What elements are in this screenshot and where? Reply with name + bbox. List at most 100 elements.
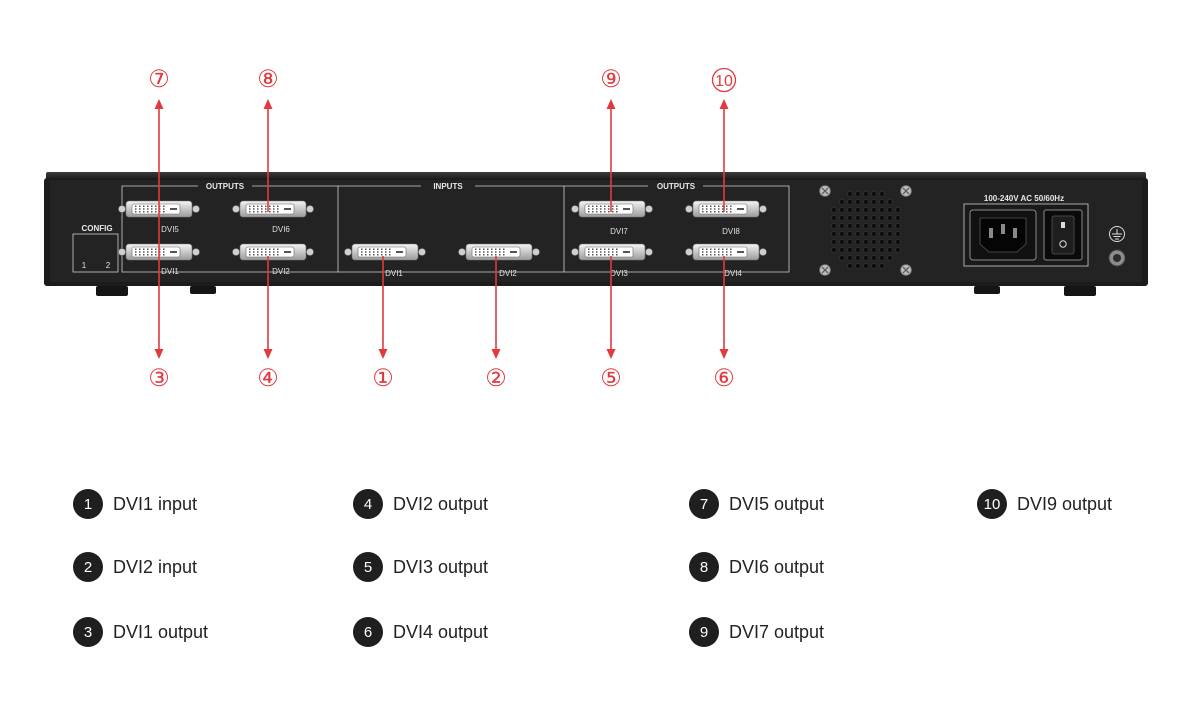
dvi7-output-port: DVI7 [570,200,654,236]
config-box [72,233,119,273]
dvi1-output-port: DVI1 [117,243,201,276]
fan-grille [818,184,913,277]
legend-label: DVI7 output [729,621,825,642]
grille-hole [863,191,869,197]
legend-item: 5 DVI3 output [353,552,488,582]
outputs-left-label: OUTPUTS [206,182,245,191]
dvi2-output-label: DVI2 [272,267,290,276]
legend-label: DVI9 output [1017,493,1113,514]
legend-item: 9 DVI7 output [689,617,824,647]
legend-number-badge: 2 [73,552,103,582]
grille-hole [863,215,869,221]
grille-hole [879,255,885,261]
switch-off-mark [1059,240,1067,248]
grille-hole [839,207,845,213]
legend-number-badge: 6 [353,617,383,647]
config-section: CONFIG 1 2 [72,224,119,273]
grille-hole [831,239,837,245]
legend-label: DVI2 output [393,493,489,514]
inputs-frame [338,185,565,273]
grille-hole [863,255,869,261]
callout-6: ⑥ [713,365,735,392]
dvi8-output-label: DVI8 [722,227,740,236]
grille-hole [855,191,861,197]
grille-hole [839,223,845,229]
dvi4-output-port: DVI4 [684,243,768,278]
grille-hole [847,207,853,213]
callout-1-number: ① [372,365,394,392]
grille-hole [855,223,861,229]
grille-hole [847,255,853,261]
grille-hole [847,215,853,221]
grille-hole [847,247,853,253]
dvi1-input-label: DVI1 [385,269,403,278]
grille-hole [895,223,901,229]
grille-hole [863,239,869,245]
grille-hole [855,247,861,253]
foot-3 [974,286,1000,294]
grille-hole [895,207,901,213]
callout-10: 10 [711,67,737,93]
callout-9-number: ⑨ [600,66,622,93]
grille-hole [895,239,901,245]
dvi1-output-label: DVI1 [161,267,179,276]
legend-item: 1 DVI1 input [73,489,197,519]
grille-hole [863,199,869,205]
foot-2 [190,286,216,294]
callout-8: ⑧ [257,66,279,93]
callout-10-number: 10 [715,73,733,90]
outputs-right-frame [564,185,790,273]
callout-7: ⑦ [148,66,170,93]
callout-4-number: ④ [257,365,279,392]
legend-label: DVI1 input [113,493,198,514]
grille-hole [871,199,877,205]
dvi1-input-port: DVI1 [343,243,427,278]
grille-hole [871,231,877,237]
switch-on-mark [1061,222,1065,228]
callout-9: ⑨ [600,66,622,93]
dvi3-output-port: DVI3 [570,243,654,278]
legend-label: DVI4 output [393,621,489,642]
dvi5-output-label: DVI5 [161,225,179,234]
callout-3: ③ [148,365,170,392]
callout-7-number: ⑦ [148,66,170,93]
grille-hole [847,263,853,269]
ac-inlet [969,209,1037,261]
legend-item: 8 DVI6 output [689,552,824,582]
grille-hole [839,247,845,253]
grille-hole [855,199,861,205]
dvi2-output-port: DVI2 [231,243,315,276]
grille-hole [863,263,869,269]
legend-label: DVI6 output [729,556,825,577]
grille-hole [879,263,885,269]
dvi7-output-label: DVI7 [610,227,628,236]
callout-3-number: ③ [148,365,170,392]
dvi4-output-label: DVI4 [724,269,742,278]
screw-icon [899,184,913,198]
grille-hole [871,207,877,213]
screw-icon [818,263,832,277]
grille-hole [887,223,893,229]
outputs-right-label: OUTPUTS [657,182,696,191]
grille-hole [879,247,885,253]
legend-item: 3 DVI1 output [73,617,208,647]
grille-hole [871,247,877,253]
config-port-2-label: 2 [106,261,111,270]
legend-number-badge: 7 [689,489,719,519]
grille-hole [879,191,885,197]
grille-hole [855,231,861,237]
grille-hole [855,207,861,213]
grille-hole [863,223,869,229]
grille-hole [871,255,877,261]
grille-hole [831,207,837,213]
power-switch[interactable] [1043,209,1083,261]
legend-item: 7 DVI5 output [689,489,824,519]
grille-hole [839,215,845,221]
grille-hole [887,247,893,253]
legend-label: DVI3 output [393,556,489,577]
grille-hole [879,215,885,221]
grille-hole [847,199,853,205]
callout-5: ⑤ [600,365,622,392]
callout-arrows [154,99,729,359]
foot-4 [1064,286,1096,296]
